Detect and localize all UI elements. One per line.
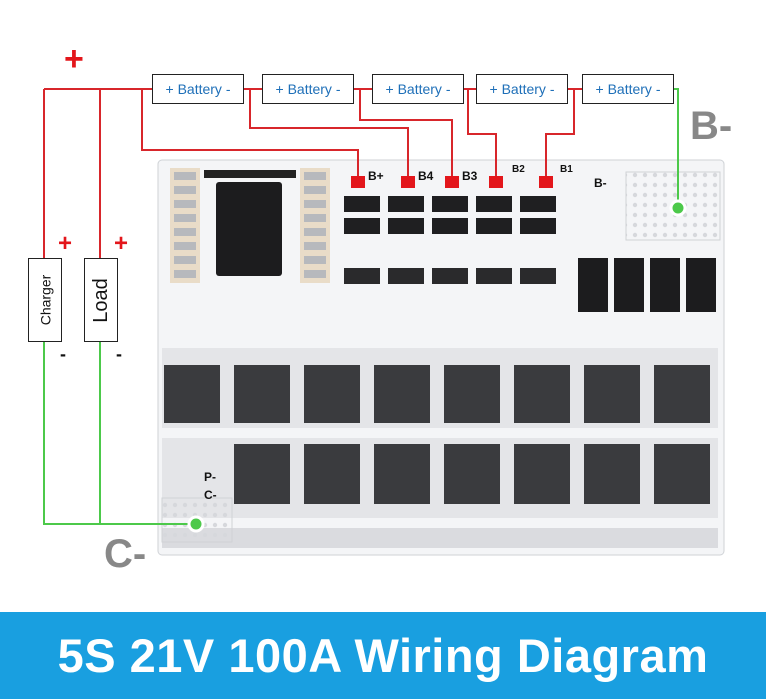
c-minus-terminal-label: C- xyxy=(104,532,147,576)
battery-3: + Battery - xyxy=(372,74,464,104)
b-minus-terminal-label: B- xyxy=(690,104,733,148)
wiring-diagram-canvas xyxy=(43,88,725,556)
charger-label: Charger xyxy=(37,274,53,326)
battery-5: + Battery - xyxy=(582,74,674,104)
pad-c-minus: C- xyxy=(204,488,217,502)
charger-plus-sign: + xyxy=(58,230,73,257)
charger-minus-sign: - xyxy=(60,344,66,364)
battery-wires xyxy=(43,88,582,268)
negative-wires xyxy=(43,88,679,525)
pad-b4: B4 xyxy=(418,169,434,183)
load-plus-sign: + xyxy=(114,230,129,257)
pad-b-minus: B- xyxy=(594,176,607,190)
balance-resistor-block xyxy=(344,196,556,284)
pad-b1: B1 xyxy=(560,164,573,175)
control-ic-area xyxy=(170,168,330,283)
load-minus-sign: - xyxy=(116,344,122,364)
shunt-resistors xyxy=(578,258,716,312)
mosfet-array xyxy=(162,348,718,548)
battery-2: + Battery - xyxy=(262,74,354,104)
diagram-title: 5S 21V 100A Wiring Diagram xyxy=(57,629,709,682)
load-box: Load xyxy=(84,258,118,342)
battery-1: + Battery - xyxy=(152,74,244,104)
pad-b2: B2 xyxy=(512,164,525,175)
pad-b3: B3 xyxy=(462,169,478,183)
load-label: Load xyxy=(89,277,112,323)
pad-p-minus: P- xyxy=(204,470,216,484)
battery-4: + Battery - xyxy=(476,74,568,104)
charger-box: Charger xyxy=(28,258,62,342)
footer-banner: 5S 21V 100A Wiring Diagram xyxy=(0,612,766,699)
main-plus-sign: + xyxy=(64,40,84,78)
pad-b-plus: B+ xyxy=(368,169,384,183)
